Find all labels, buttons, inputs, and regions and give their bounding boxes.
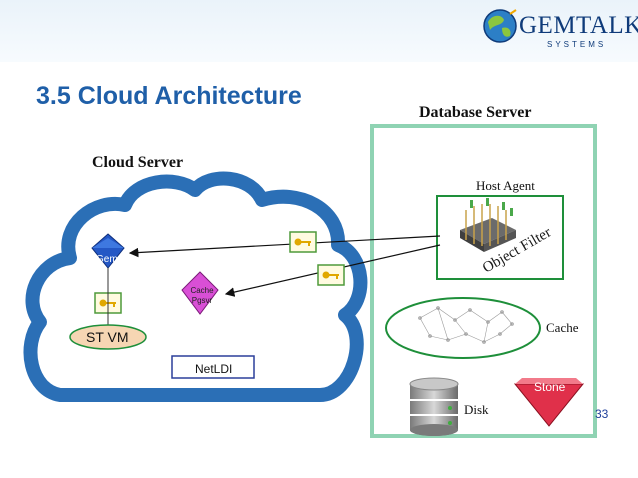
database-icon <box>409 377 459 436</box>
stvm-label: ST VM <box>86 329 129 345</box>
stone-label: Stone <box>534 380 566 394</box>
logo-subtitle: SYSTEMS <box>547 40 607 49</box>
key-icon <box>317 264 345 286</box>
globe-icon <box>483 9 517 43</box>
key-icon <box>289 231 317 253</box>
header-band <box>0 0 638 62</box>
stone-top <box>515 378 583 384</box>
stvm-shape <box>69 324 147 350</box>
database-server-title: Database Server <box>419 104 532 121</box>
disk-label: Disk <box>464 402 489 417</box>
database-server-box <box>370 124 597 438</box>
cloud-server-title: Cloud Server <box>92 154 184 171</box>
host-agent-box <box>436 195 564 280</box>
logo-brand: GEMTALK <box>519 12 638 39</box>
cache-pgsvr-label: Cache Pgsvr <box>184 286 220 306</box>
gem-label: Gem <box>96 254 118 265</box>
cache-label: Cache <box>546 320 579 335</box>
cache-object-graph <box>418 306 514 344</box>
host-agent-label: Host Agent <box>476 178 535 193</box>
slide-title: 3.5 Cloud Architecture <box>36 82 302 110</box>
cache-pgsvr-shape <box>181 271 219 315</box>
netldi-box <box>171 355 255 379</box>
page-number: 33 <box>595 407 609 421</box>
object-filter-icon <box>460 198 516 252</box>
cache-pgsvr-line1: Cache <box>190 286 214 295</box>
netldi-label: NetLDI <box>195 362 233 376</box>
cache-pgsvr-line2: Pgsvr <box>191 296 213 305</box>
arrow-to-gem <box>128 235 441 258</box>
cache-ellipse <box>385 297 541 359</box>
